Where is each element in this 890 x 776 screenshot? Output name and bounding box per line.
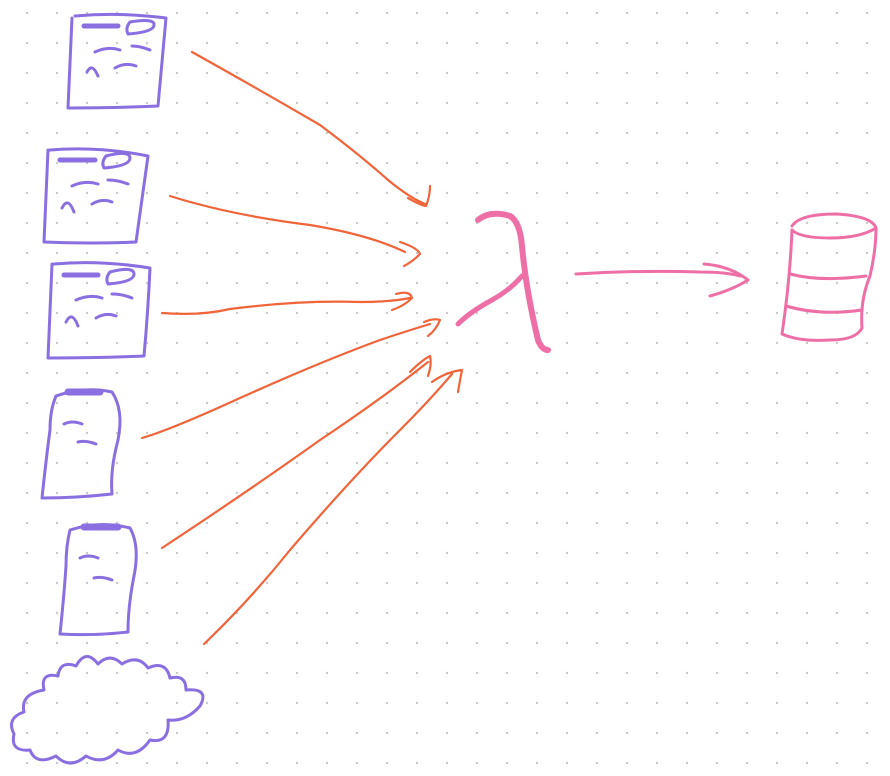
document-icon[interactable]	[66, 12, 168, 110]
server-icon[interactable]	[40, 388, 122, 500]
database-icon[interactable]	[780, 212, 878, 342]
arrow-cloud-to-lambda	[202, 368, 464, 646]
server-icon[interactable]	[58, 523, 138, 637]
arrow-doc1-to-lambda	[190, 50, 432, 208]
arrow-lambda-to-database	[574, 262, 750, 298]
arrow-doc3-to-lambda	[160, 291, 414, 315]
document-icon[interactable]	[42, 147, 150, 245]
lambda-icon[interactable]	[455, 210, 551, 353]
document-icon[interactable]	[46, 261, 152, 360]
arrow-server2-to-lambda	[160, 354, 432, 550]
arrow-server1-to-lambda	[140, 318, 442, 440]
cloud-icon[interactable]	[10, 655, 205, 765]
arrow-doc2-to-lambda	[168, 194, 422, 268]
